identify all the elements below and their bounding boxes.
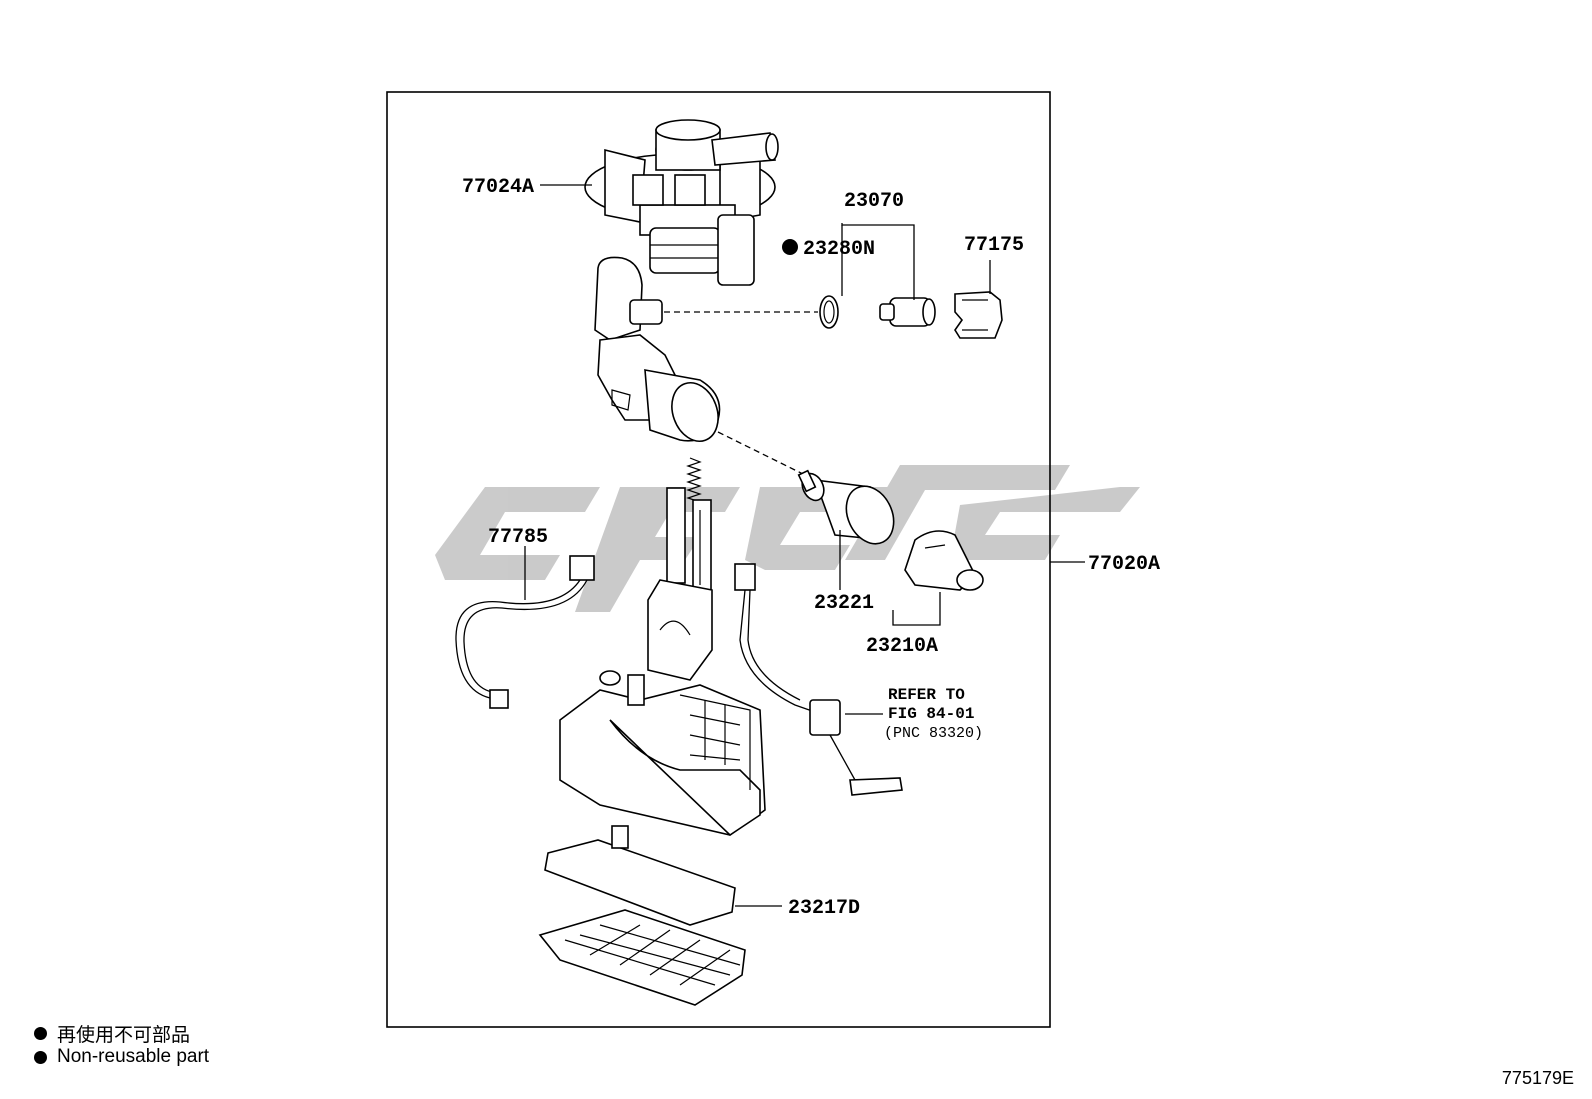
fuel-filter	[538, 825, 746, 1006]
label-77175: 77175	[964, 234, 1024, 257]
label-23217D: 23217D	[788, 897, 860, 920]
alignment-line-2	[717, 431, 806, 476]
fuel-pump-motor	[797, 469, 895, 545]
non-reusable-marker	[782, 239, 798, 255]
legend-dot-icon	[34, 1050, 47, 1064]
label-23221: 23221	[814, 592, 874, 615]
retainer-clip	[954, 291, 1003, 339]
guide-rail-assembly	[647, 457, 713, 681]
label-77020A: 77020A	[1088, 553, 1160, 576]
pump-bracket	[594, 256, 721, 442]
legend-text-en: Non-reusable part	[57, 1046, 210, 1067]
label-23210A: 23210A	[866, 635, 938, 658]
wire-harness	[455, 555, 595, 709]
leader-lines	[524, 184, 1085, 907]
refer-line-2: FIG 84-01	[888, 705, 974, 723]
watermark-logo	[435, 465, 1140, 612]
label-23280N: 23280N	[803, 238, 875, 261]
refer-line-1: REFER TO	[888, 686, 965, 704]
fuel-pump-top-cap	[584, 119, 779, 286]
sub-tank	[559, 670, 766, 837]
o-ring	[819, 295, 839, 329]
legend-en: Non-reusable part	[34, 1046, 209, 1068]
diagram-frame	[386, 91, 1051, 1028]
pressure-regulator-valve	[879, 297, 936, 327]
pump-clamp	[904, 530, 984, 591]
legend-dot-icon	[34, 1027, 47, 1040]
refer-line-3: (PNC 83320)	[884, 725, 983, 742]
fuel-sender-harness	[734, 563, 903, 796]
legend-text-jp: 再使用不可部品	[57, 1025, 191, 1046]
label-77785: 77785	[488, 526, 548, 549]
label-23070: 23070	[844, 190, 904, 213]
label-77024A: 77024A	[462, 176, 534, 199]
figure-code: 775179E	[1501, 1068, 1574, 1088]
legend-jp: 再使用不可部品	[34, 1020, 190, 1047]
